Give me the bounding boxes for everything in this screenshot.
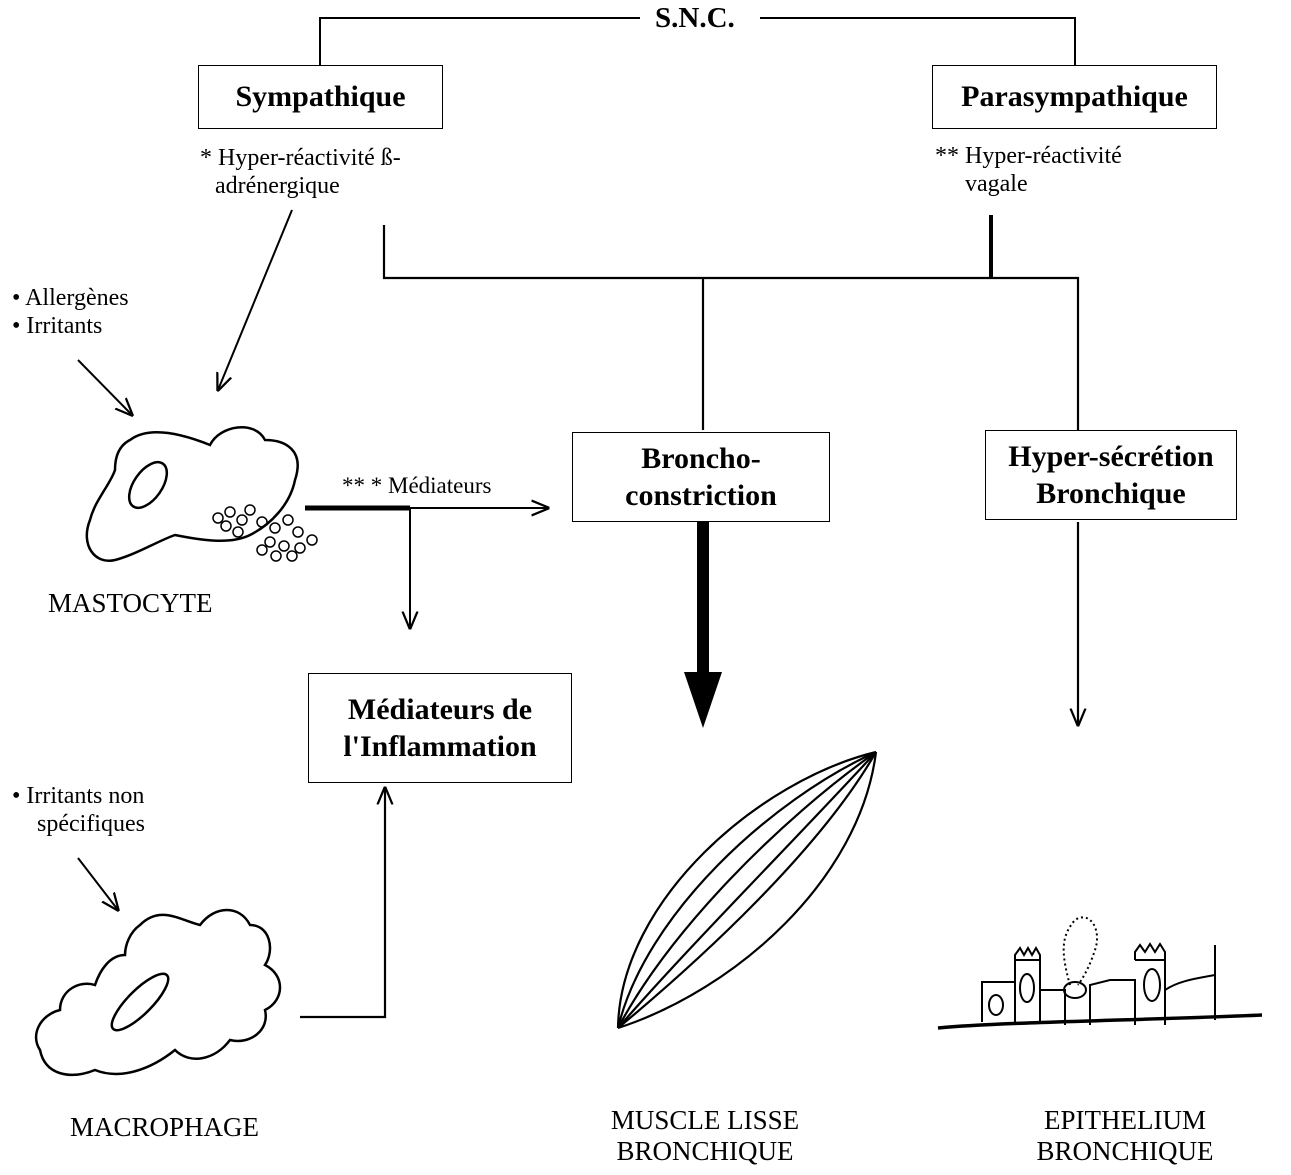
muscle-label: MUSCLE LISSE BRONCHIQUE: [590, 1105, 820, 1167]
mastocyte-drawing: [85, 426, 318, 563]
bronchoconstriction-line2: constriction: [625, 479, 777, 512]
allergenes-arrow: [77, 359, 132, 415]
snc-label: S.N.C.: [655, 2, 735, 34]
bronchoconstriction-arrow: [684, 522, 722, 728]
hypersecretion-box: Hyper-sécrétion Bronchique: [985, 430, 1237, 520]
sympathique-box: Sympathique: [198, 65, 443, 129]
hypersecretion-line1: Hyper-sécrétion: [1008, 439, 1214, 473]
epithelium-label-line2: BRONCHIQUE: [1036, 1136, 1214, 1167]
parasympathique-note-line2: vagale: [965, 170, 1028, 197]
macrophage-drawing: [34, 908, 282, 1077]
irritants-non-specifiques-arrow: [77, 857, 118, 910]
macrophage-to-mediateurs-arrow: [300, 788, 385, 1019]
macrophage-input: • Irritants non spécifiques: [12, 783, 145, 838]
allergenes-label: • Allergènes: [12, 285, 129, 311]
epithelium-drawing: [937, 916, 1263, 1030]
muscle-label-line2: BRONCHIQUE: [616, 1136, 794, 1167]
bronchoconstriction-box: Broncho- constriction: [572, 432, 830, 522]
macrophage-input-line1: • Irritants non: [12, 783, 145, 809]
sympathique-note-line2: adrénergique: [215, 172, 340, 199]
epithelium-label-line1: EPITHELIUM: [1044, 1105, 1206, 1135]
mediateurs-arrow: [305, 508, 548, 628]
macrophage-input-line2: spécifiques: [37, 810, 145, 837]
sympathique-to-mastocyte-arrow: [218, 209, 293, 390]
parasympathique-label: Parasympathique: [961, 80, 1188, 114]
muscle-drawing: [616, 750, 878, 1030]
mediateurs-inflammation-line1: Médiateurs de: [347, 692, 533, 726]
mastocyte-label: MASTOCYTE: [48, 588, 213, 618]
mediateurs-inflammation-box: Médiateurs de l'Inflammation: [308, 673, 572, 783]
bronchoconstriction-line1: Broncho-: [641, 441, 761, 475]
sympathique-note: * Hyper-réactivité ß- adrénergique: [200, 145, 401, 200]
epithelium-label: EPITHELIUM BRONCHIQUE: [1020, 1105, 1230, 1167]
macrophage-label: MACROPHAGE: [70, 1112, 260, 1142]
parasympathique-note-line1: ** Hyper-réactivité: [935, 143, 1122, 169]
effector-connector: [382, 215, 1080, 430]
snc-connector: [319, 17, 1076, 78]
sympathique-label: Sympathique: [235, 80, 406, 114]
parasympathique-note: ** Hyper-réactivité vagale: [935, 143, 1122, 198]
mediateurs-label: ** * Médiateurs: [342, 473, 492, 498]
mastocyte-inputs: • Allergènes • Irritants: [12, 285, 129, 340]
hypersecretion-line2: Bronchique: [1036, 477, 1186, 510]
mediateurs-inflammation-line2: l'Inflammation: [343, 730, 537, 763]
irritants-label: • Irritants: [12, 312, 103, 339]
sympathique-note-line1: * Hyper-réactivité ß-: [200, 145, 401, 171]
muscle-label-line1: MUSCLE LISSE: [610, 1105, 800, 1135]
parasympathique-box: Parasympathique: [932, 65, 1217, 129]
